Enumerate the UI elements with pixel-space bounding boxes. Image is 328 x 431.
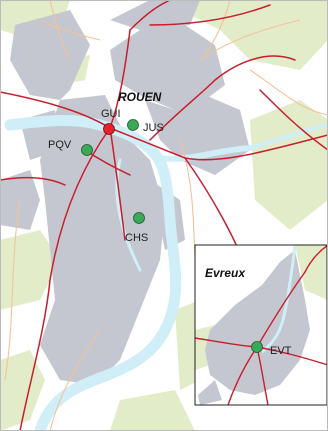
station-label: PQV [48,139,72,151]
station-marker-green[interactable] [127,119,139,131]
inset-forest [295,245,327,300]
urban-areas [0,0,250,385]
station-pqv[interactable]: PQV [48,139,93,156]
station-marker-green[interactable] [81,144,93,156]
inset-map-evreux: Evreux EVT [194,244,328,406]
station-label: EVT [270,345,292,357]
station-gui[interactable]: GUI [101,108,121,135]
station-label: CHS [125,232,148,244]
station-label: JUS [143,122,164,134]
station-evt[interactable]: EVT [251,341,292,358]
station-marker-green[interactable] [251,341,263,353]
station-marker-green[interactable] [133,212,145,224]
station-chs[interactable]: CHS [125,212,148,245]
city-label-rouen: ROUEN [118,90,162,104]
station-marker-red[interactable] [103,123,115,135]
inset-urban [205,250,310,395]
station-jus[interactable]: JUS [127,119,164,135]
city-label-evreux: Evreux [205,266,246,280]
station-label: GUI [101,108,121,120]
inset-river [261,245,297,354]
river-seine [4,115,328,431]
